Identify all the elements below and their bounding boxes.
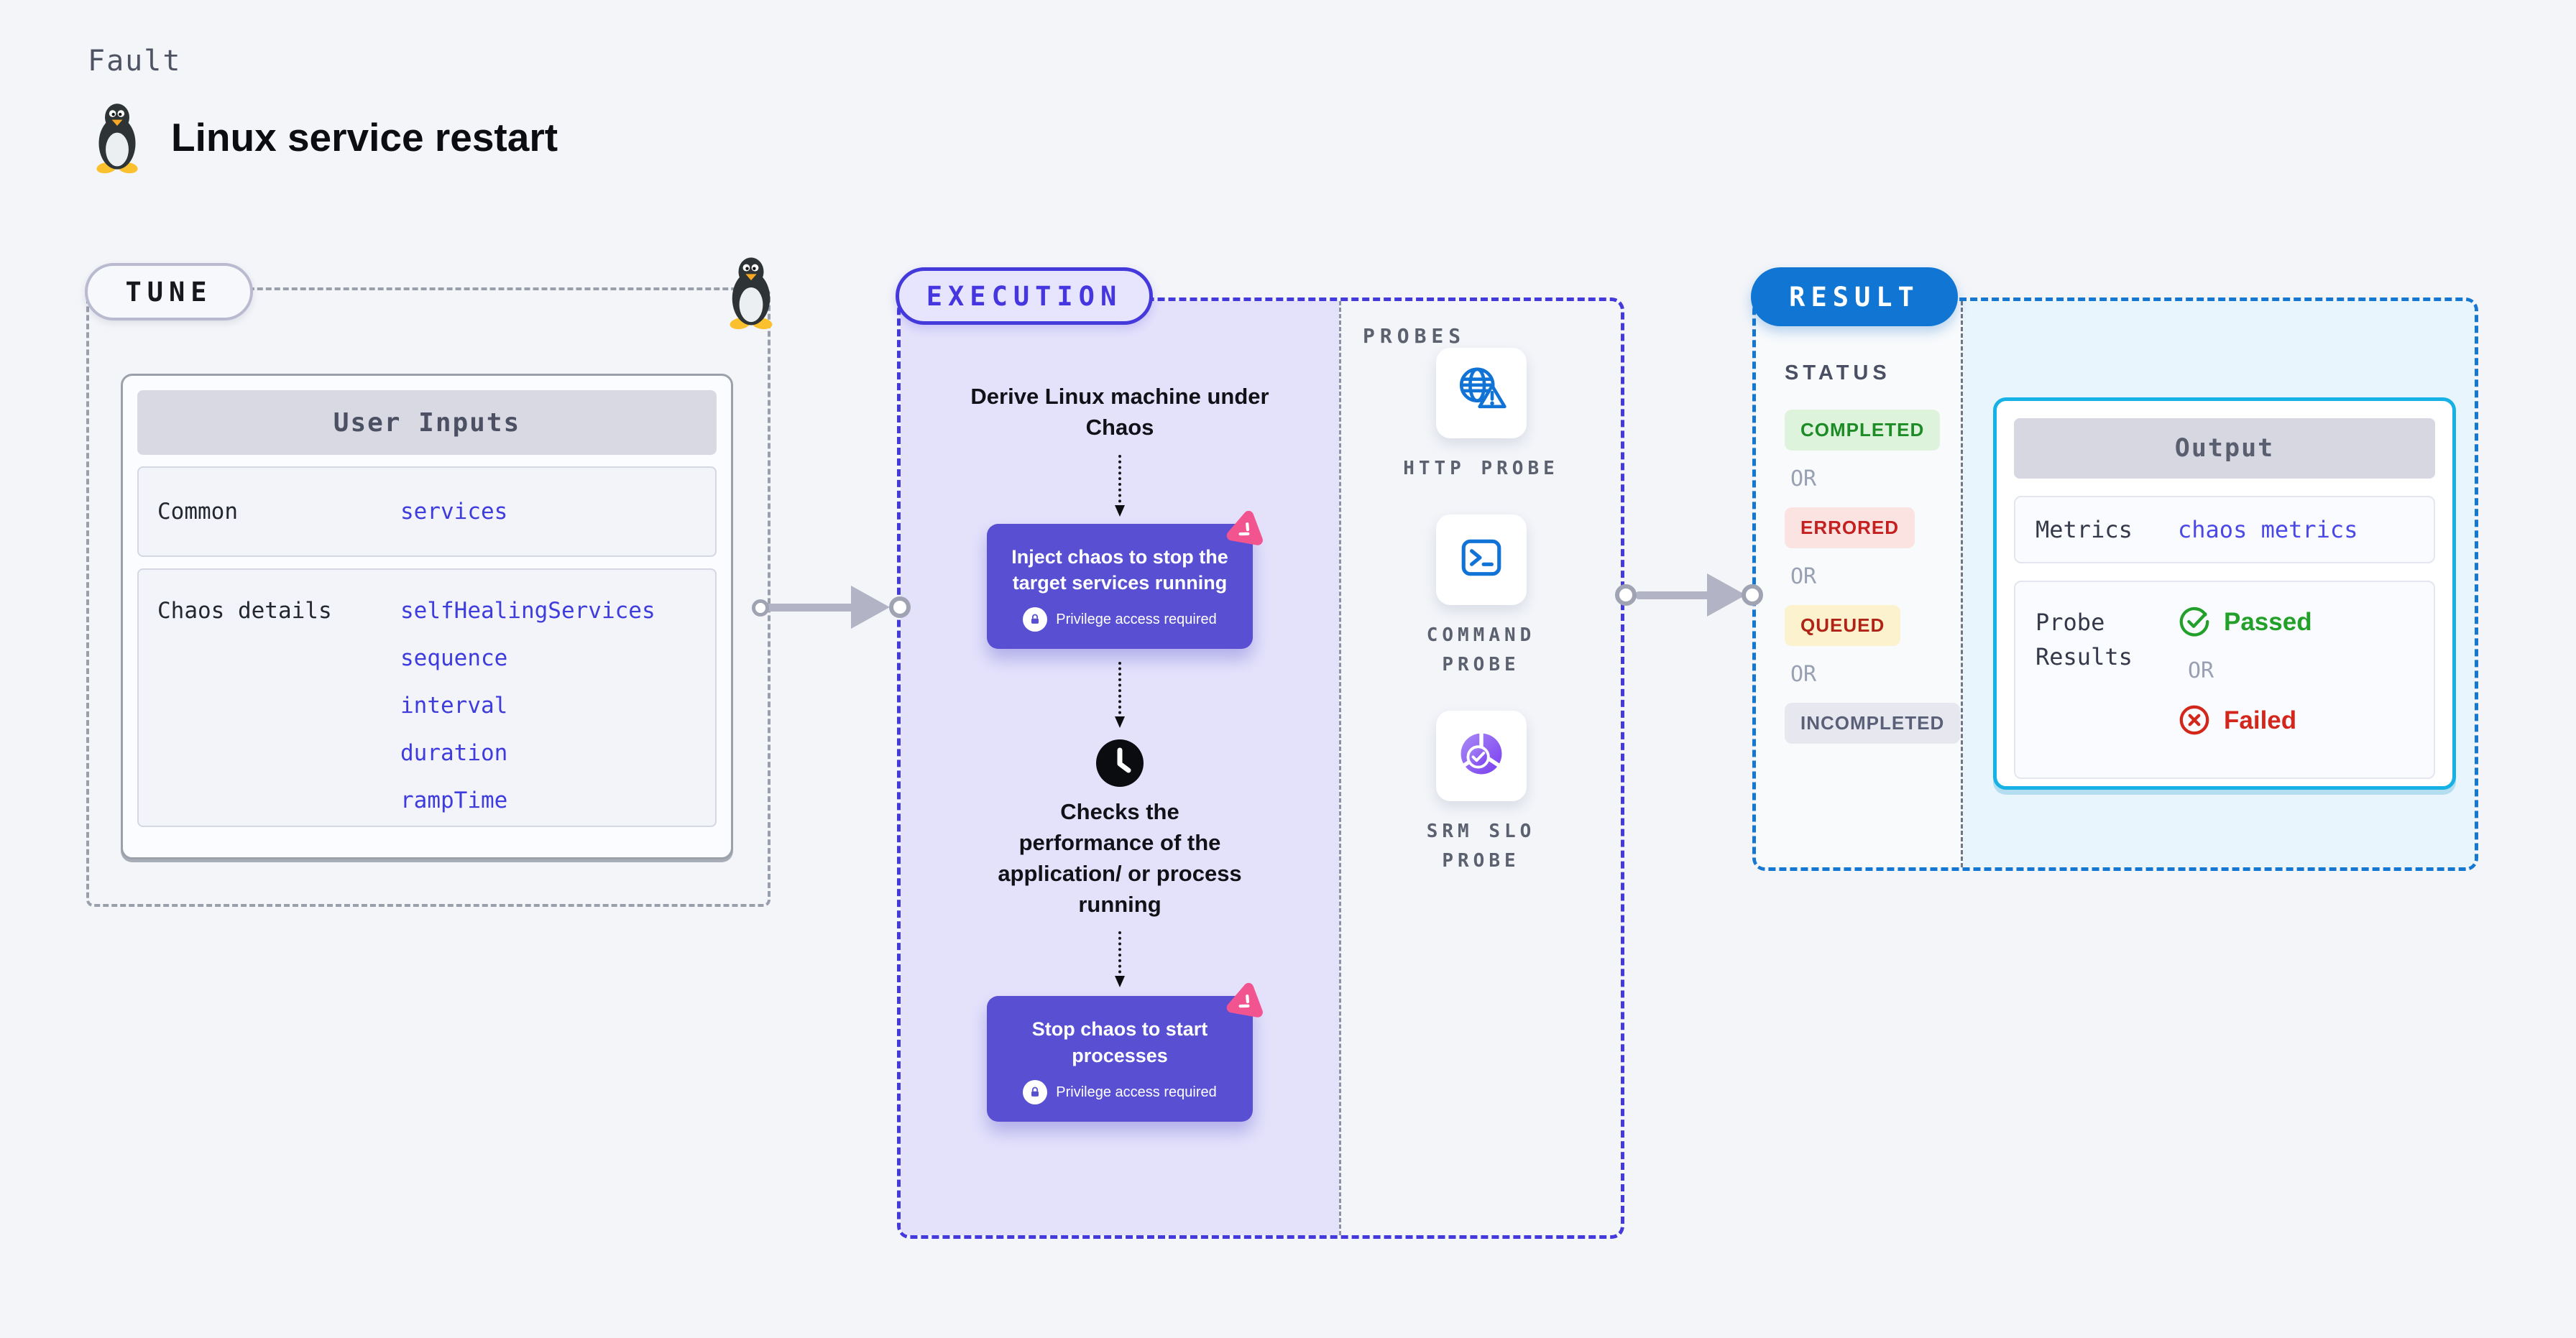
connector-node — [1742, 584, 1763, 606]
failed-verdict: Failed — [2178, 703, 2312, 737]
probes-section: PROBES — [1339, 301, 1621, 1235]
down-arrow — [1115, 662, 1125, 729]
status-badge: QUEUED — [1785, 605, 1901, 646]
or-separator: OR — [1790, 564, 1817, 589]
check-circle-icon — [2178, 605, 2211, 638]
inject-chaos-card: Inject chaos to stop the target services… — [987, 510, 1263, 650]
probe-name: SRM SLO PROBE — [1426, 820, 1536, 872]
code-value: duration — [400, 740, 508, 766]
row-label: Probe Results — [2036, 609, 2133, 670]
code-value: services — [400, 499, 508, 525]
privilege-text: Privilege access required — [1056, 1084, 1217, 1100]
inject-chaos-title: Inject chaos to stop the target services… — [1011, 545, 1228, 594]
http-probe-card — [1435, 348, 1527, 438]
list-item: SRM SLO PROBE — [1399, 710, 1564, 877]
passed-label: Passed — [2224, 607, 2312, 636]
table-row: Metrics chaos metrics — [2014, 496, 2435, 563]
or-separator: OR — [1790, 662, 1817, 687]
status-heading: STATUS — [1785, 361, 1891, 384]
connector-node — [889, 596, 911, 618]
lock-icon — [1023, 1080, 1048, 1105]
row-label: Chaos details — [157, 598, 332, 624]
probe-name: COMMAND PROBE — [1426, 624, 1536, 676]
status-column: STATUS COMPLETED OR ERRORED OR QUEUED OR… — [1756, 301, 1963, 867]
linux-tux-icon — [92, 101, 142, 174]
or-separator: OR — [2188, 658, 2214, 683]
status-badge: ERRORED — [1785, 507, 1915, 548]
down-arrow — [1115, 931, 1125, 988]
stop-chaos-title: Stop chaos to start processes — [1031, 1018, 1208, 1066]
row-label: Common — [157, 499, 238, 525]
code-value: rampTime — [400, 788, 508, 813]
clock-icon — [1096, 739, 1144, 788]
privilege-text: Privilege access required — [1056, 611, 1217, 627]
tune-pill: TUNE — [85, 263, 253, 320]
code-value: chaos metrics — [2178, 516, 2358, 543]
step-derive-machine: Derive Linux machine under Chaos — [970, 384, 1269, 440]
chaos-experiment-icon — [1220, 503, 1272, 555]
stop-chaos-card: Stop chaos to start processes Privilege … — [987, 983, 1263, 1122]
x-circle-icon — [2178, 703, 2211, 737]
table-row: Probe Results Passed OR — [2014, 581, 2435, 779]
fault-kicker: Fault — [88, 45, 182, 78]
terminal-icon — [1458, 534, 1505, 585]
connector-node — [1615, 584, 1637, 606]
command-probe-card — [1435, 514, 1527, 605]
probes-heading: PROBES — [1363, 324, 1466, 348]
tune-section — [86, 287, 770, 907]
down-arrow — [1115, 454, 1125, 517]
list-item: HTTP PROBE — [1399, 348, 1564, 484]
slo-pie-check-icon — [1456, 729, 1506, 783]
execution-section: Derive Linux machine under Chaos Inject … — [897, 297, 1624, 1239]
row-label: Metrics — [2036, 516, 2133, 543]
srm-slo-probe-card — [1435, 710, 1527, 801]
lock-icon — [1023, 607, 1048, 632]
page-title: Linux service restart — [171, 115, 558, 160]
code-value: sequence — [400, 645, 508, 671]
title-row: Linux service restart — [92, 101, 558, 174]
connector-node — [752, 599, 769, 617]
or-separator: OR — [1790, 466, 1817, 492]
output-header: Output — [2014, 418, 2435, 479]
chaos-experiment-icon — [1220, 976, 1272, 1028]
globe-alert-icon — [1455, 365, 1508, 422]
flow-arrow-head — [851, 586, 890, 629]
privilege-badge: Privilege access required — [1003, 1080, 1237, 1105]
passed-verdict: Passed — [2178, 605, 2312, 638]
result-pill: RESULT — [1751, 267, 1958, 326]
privilege-badge: Privilege access required — [1003, 607, 1237, 632]
flow-arrow — [763, 604, 858, 612]
probe-name: HTTP PROBE — [1403, 458, 1559, 479]
user-inputs-card: User Inputs Common services Chaos detail… — [121, 374, 733, 859]
table-row: Chaos details selfHealingServices sequen… — [137, 568, 717, 827]
user-inputs-header: User Inputs — [137, 390, 717, 455]
status-badge: COMPLETED — [1785, 410, 1941, 451]
code-value: selfHealingServices — [400, 598, 656, 624]
output-card: Output Metrics chaos metrics Probe Resul… — [1993, 397, 2456, 790]
execution-pill: EXECUTION — [896, 267, 1153, 325]
code-value: interval — [400, 693, 508, 719]
step-check-performance: Checks the performance of the applicatio… — [998, 799, 1242, 917]
output-column: Output Metrics chaos metrics Probe Resul… — [1963, 301, 2475, 867]
result-section: STATUS COMPLETED OR ERRORED OR QUEUED OR… — [1752, 297, 2478, 871]
flow-arrow-head — [1707, 573, 1746, 617]
table-row: Common services — [137, 466, 717, 557]
flow-arrow — [1635, 591, 1713, 599]
linux-tux-icon-small — [726, 254, 776, 330]
status-badge: INCOMPLETED — [1785, 703, 1961, 744]
failed-label: Failed — [2224, 706, 2297, 734]
list-item: COMMAND PROBE — [1399, 514, 1564, 680]
execution-flow-panel: Derive Linux machine under Chaos Inject … — [901, 301, 1339, 1235]
